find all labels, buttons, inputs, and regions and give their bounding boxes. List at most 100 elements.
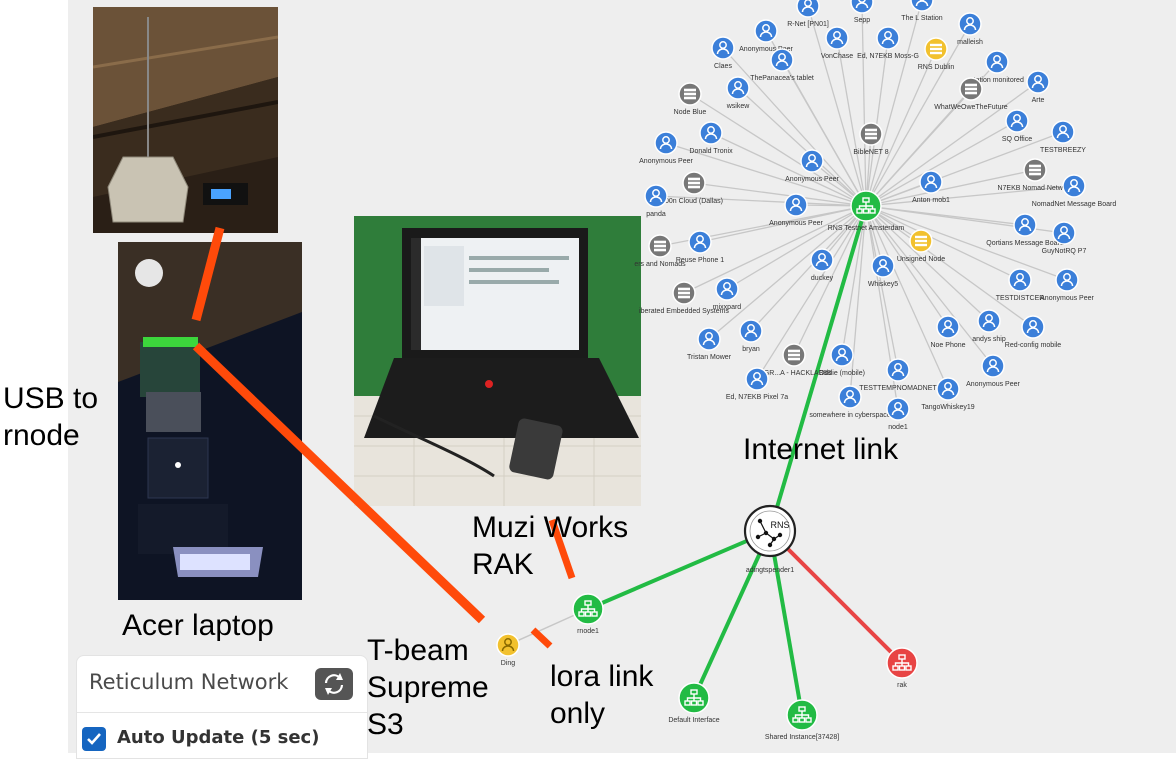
peer-node[interactable]: TESTDISTCER <box>996 269 1045 302</box>
peer-node[interactable]: Arte <box>1027 71 1049 104</box>
rns-center-label: adingtspender1 <box>746 567 794 574</box>
peer-node-label: Sepp <box>854 17 870 24</box>
internet-link-annotation: Internet link <box>743 431 898 468</box>
peer-node-label: GuyNotRQ P7 <box>1042 248 1087 255</box>
peer-node[interactable]: Red-config mobile <box>1005 316 1062 349</box>
shared-instance-node-label: Shared Instance[37428] <box>765 734 839 741</box>
peer-node[interactable]: duckey <box>811 249 834 282</box>
panel-title: Reticulum Network <box>89 670 288 694</box>
acer-laptop-annotation: Acer laptop <box>122 607 274 644</box>
peer-node[interactable]: Sepp <box>851 0 873 24</box>
rnode1-node[interactable]: rnode1 <box>573 594 603 635</box>
peer-node[interactable]: TESTTEMPNOMADNET <box>859 359 937 392</box>
peer-node-label: Qortians Message Board <box>986 240 1064 247</box>
peer-edge <box>862 2 866 206</box>
peer-node[interactable]: Unsigned Node <box>897 230 945 263</box>
peer-node-label: duckey <box>811 275 834 282</box>
peer-node-label: WhatWeOweTheFuture <box>934 104 1008 111</box>
peer-node[interactable]: andys ship <box>972 310 1006 343</box>
peer-node[interactable]: Anonymous Peer <box>966 355 1020 388</box>
peer-node-label: Arte <box>1032 97 1045 104</box>
peer-node[interactable]: wsikew <box>726 77 751 110</box>
peer-node[interactable]: 00n Cloud (Dallas) <box>665 172 723 205</box>
hub-node-amsterdam-label: RNS Testnet Amsterdam <box>828 225 905 232</box>
ding-label: Ding <box>501 660 516 667</box>
peer-node[interactable]: R-Net [PN01] <box>787 0 829 28</box>
peer-node-label: Anonymous Peer <box>966 381 1020 388</box>
peer-node-label: Noe Phone <box>930 342 965 349</box>
peer-node-label: Anonymous Peer <box>1040 295 1094 302</box>
peer-node-label: TangoWhiskey19 <box>921 404 974 411</box>
auto-update-label: Auto Update (5 sec) <box>117 727 319 748</box>
peer-node[interactable]: Qortians Message Board <box>986 214 1064 247</box>
peer-node-label: R-Net [PN01] <box>787 21 829 28</box>
peer-node[interactable]: VonChase <box>821 27 853 60</box>
peer-node-label: The L Station <box>901 15 942 22</box>
peer-node-label: node1 <box>888 424 908 431</box>
peer-node[interactable]: Whiskey5 <box>868 255 898 288</box>
peer-node[interactable]: The L Station <box>901 0 942 22</box>
peer-node-label: panda <box>646 211 666 218</box>
peer-node-label: N7EKB Nomad Network <box>997 185 1073 192</box>
peer-node-label: Anonymous Peer <box>785 176 839 183</box>
shared-instance-node[interactable]: Shared Instance[37428] <box>765 700 839 741</box>
rak-node[interactable]: rak <box>887 648 917 689</box>
refresh-icon <box>315 668 353 700</box>
peer-node[interactable]: Anonymous Peer <box>1040 269 1094 302</box>
auto-update-checkbox[interactable] <box>82 727 106 751</box>
rns-center-node[interactable]: RNS adingtspender1 <box>745 506 795 574</box>
peer-node[interactable]: Anonymous Peer <box>739 20 793 53</box>
peer-node[interactable]: node1 <box>887 398 909 431</box>
peer-node[interactable]: GuyNotRQ P7 <box>1042 222 1087 255</box>
annotation-arrows <box>196 228 572 646</box>
peer-node[interactable]: Anonymous Peer <box>785 150 839 183</box>
peer-node[interactable]: Tristan Mower <box>687 328 732 361</box>
usb-to-rnode-annotation: USB to rnode <box>3 380 98 454</box>
peer-node[interactable]: mixxpard <box>713 278 742 311</box>
peer-node-label: SQ Office <box>1002 136 1032 143</box>
peer-node-label: somewhere in cyberspace <box>809 412 890 419</box>
peer-node-label: wsikew <box>726 103 751 110</box>
peer-node[interactable]: Oddie (mobile) <box>819 344 865 377</box>
peer-node-label: mixxpard <box>713 304 742 311</box>
peer-edge <box>738 88 866 206</box>
peer-node[interactable]: Reuse Phone 1 <box>676 231 724 264</box>
peer-node-label: Unsigned Node <box>897 256 945 263</box>
peer-node-label: NomadNet Message Board <box>1032 201 1117 208</box>
peer-node[interactable]: Noe Phone <box>930 316 965 349</box>
peer-node[interactable]: panda <box>645 185 667 218</box>
default-interface-node-label: Default Interface <box>668 717 719 724</box>
rns-center-text: RNS <box>770 520 789 530</box>
peer-node[interactable]: Donald Tronix <box>689 122 733 155</box>
peer-node-label: Ed, N7EKB Moss-G <box>857 53 919 60</box>
muzi-works-annotation: Muzi Works RAK <box>472 509 628 583</box>
peer-node-label: Reuse Phone 1 <box>676 257 724 264</box>
peer-node-label: Anonymous Peer <box>769 220 823 227</box>
rnode1-node-label: rnode1 <box>577 628 599 635</box>
peer-node-label: TESTBREEZY <box>1040 147 1086 154</box>
peer-node[interactable]: Claes <box>712 37 734 70</box>
peer-node-label: Red-config mobile <box>1005 342 1062 349</box>
reticulum-network-panel: Reticulum Network Auto Update (5 sec) <box>76 655 368 759</box>
peer-node-label: malleish <box>957 39 983 46</box>
peer-node-label: Oddie (mobile) <box>819 370 865 377</box>
peer-node-label: TESTTEMPNOMADNET <box>859 385 937 392</box>
panel-divider <box>77 712 367 713</box>
default-interface-node[interactable]: Default Interface <box>668 683 719 724</box>
peer-node[interactable]: RNS Dublin <box>918 38 955 71</box>
peer-node[interactable]: bryan <box>740 320 762 353</box>
peer-node-label: VonChase <box>821 53 853 60</box>
peer-node-label: Donald Tronix <box>689 148 733 155</box>
peer-node[interactable]: malleish <box>957 13 983 46</box>
peer-node-label: RNS Dublin <box>918 64 955 71</box>
peer-node-label: BibleNET 8 <box>853 149 888 156</box>
peer-node-label: Anonymous Peer <box>639 158 693 165</box>
peer-node[interactable]: ThePanacea's tablet <box>750 49 814 82</box>
peer-node[interactable]: Node Blue <box>674 83 707 116</box>
refresh-button[interactable] <box>315 668 353 700</box>
peer-node[interactable]: station monitored <box>970 51 1024 84</box>
ding-node[interactable]: Ding <box>497 634 519 667</box>
peer-node-label: TESTDISTCER <box>996 295 1045 302</box>
peer-node-label: Tristan Mower <box>687 354 732 361</box>
